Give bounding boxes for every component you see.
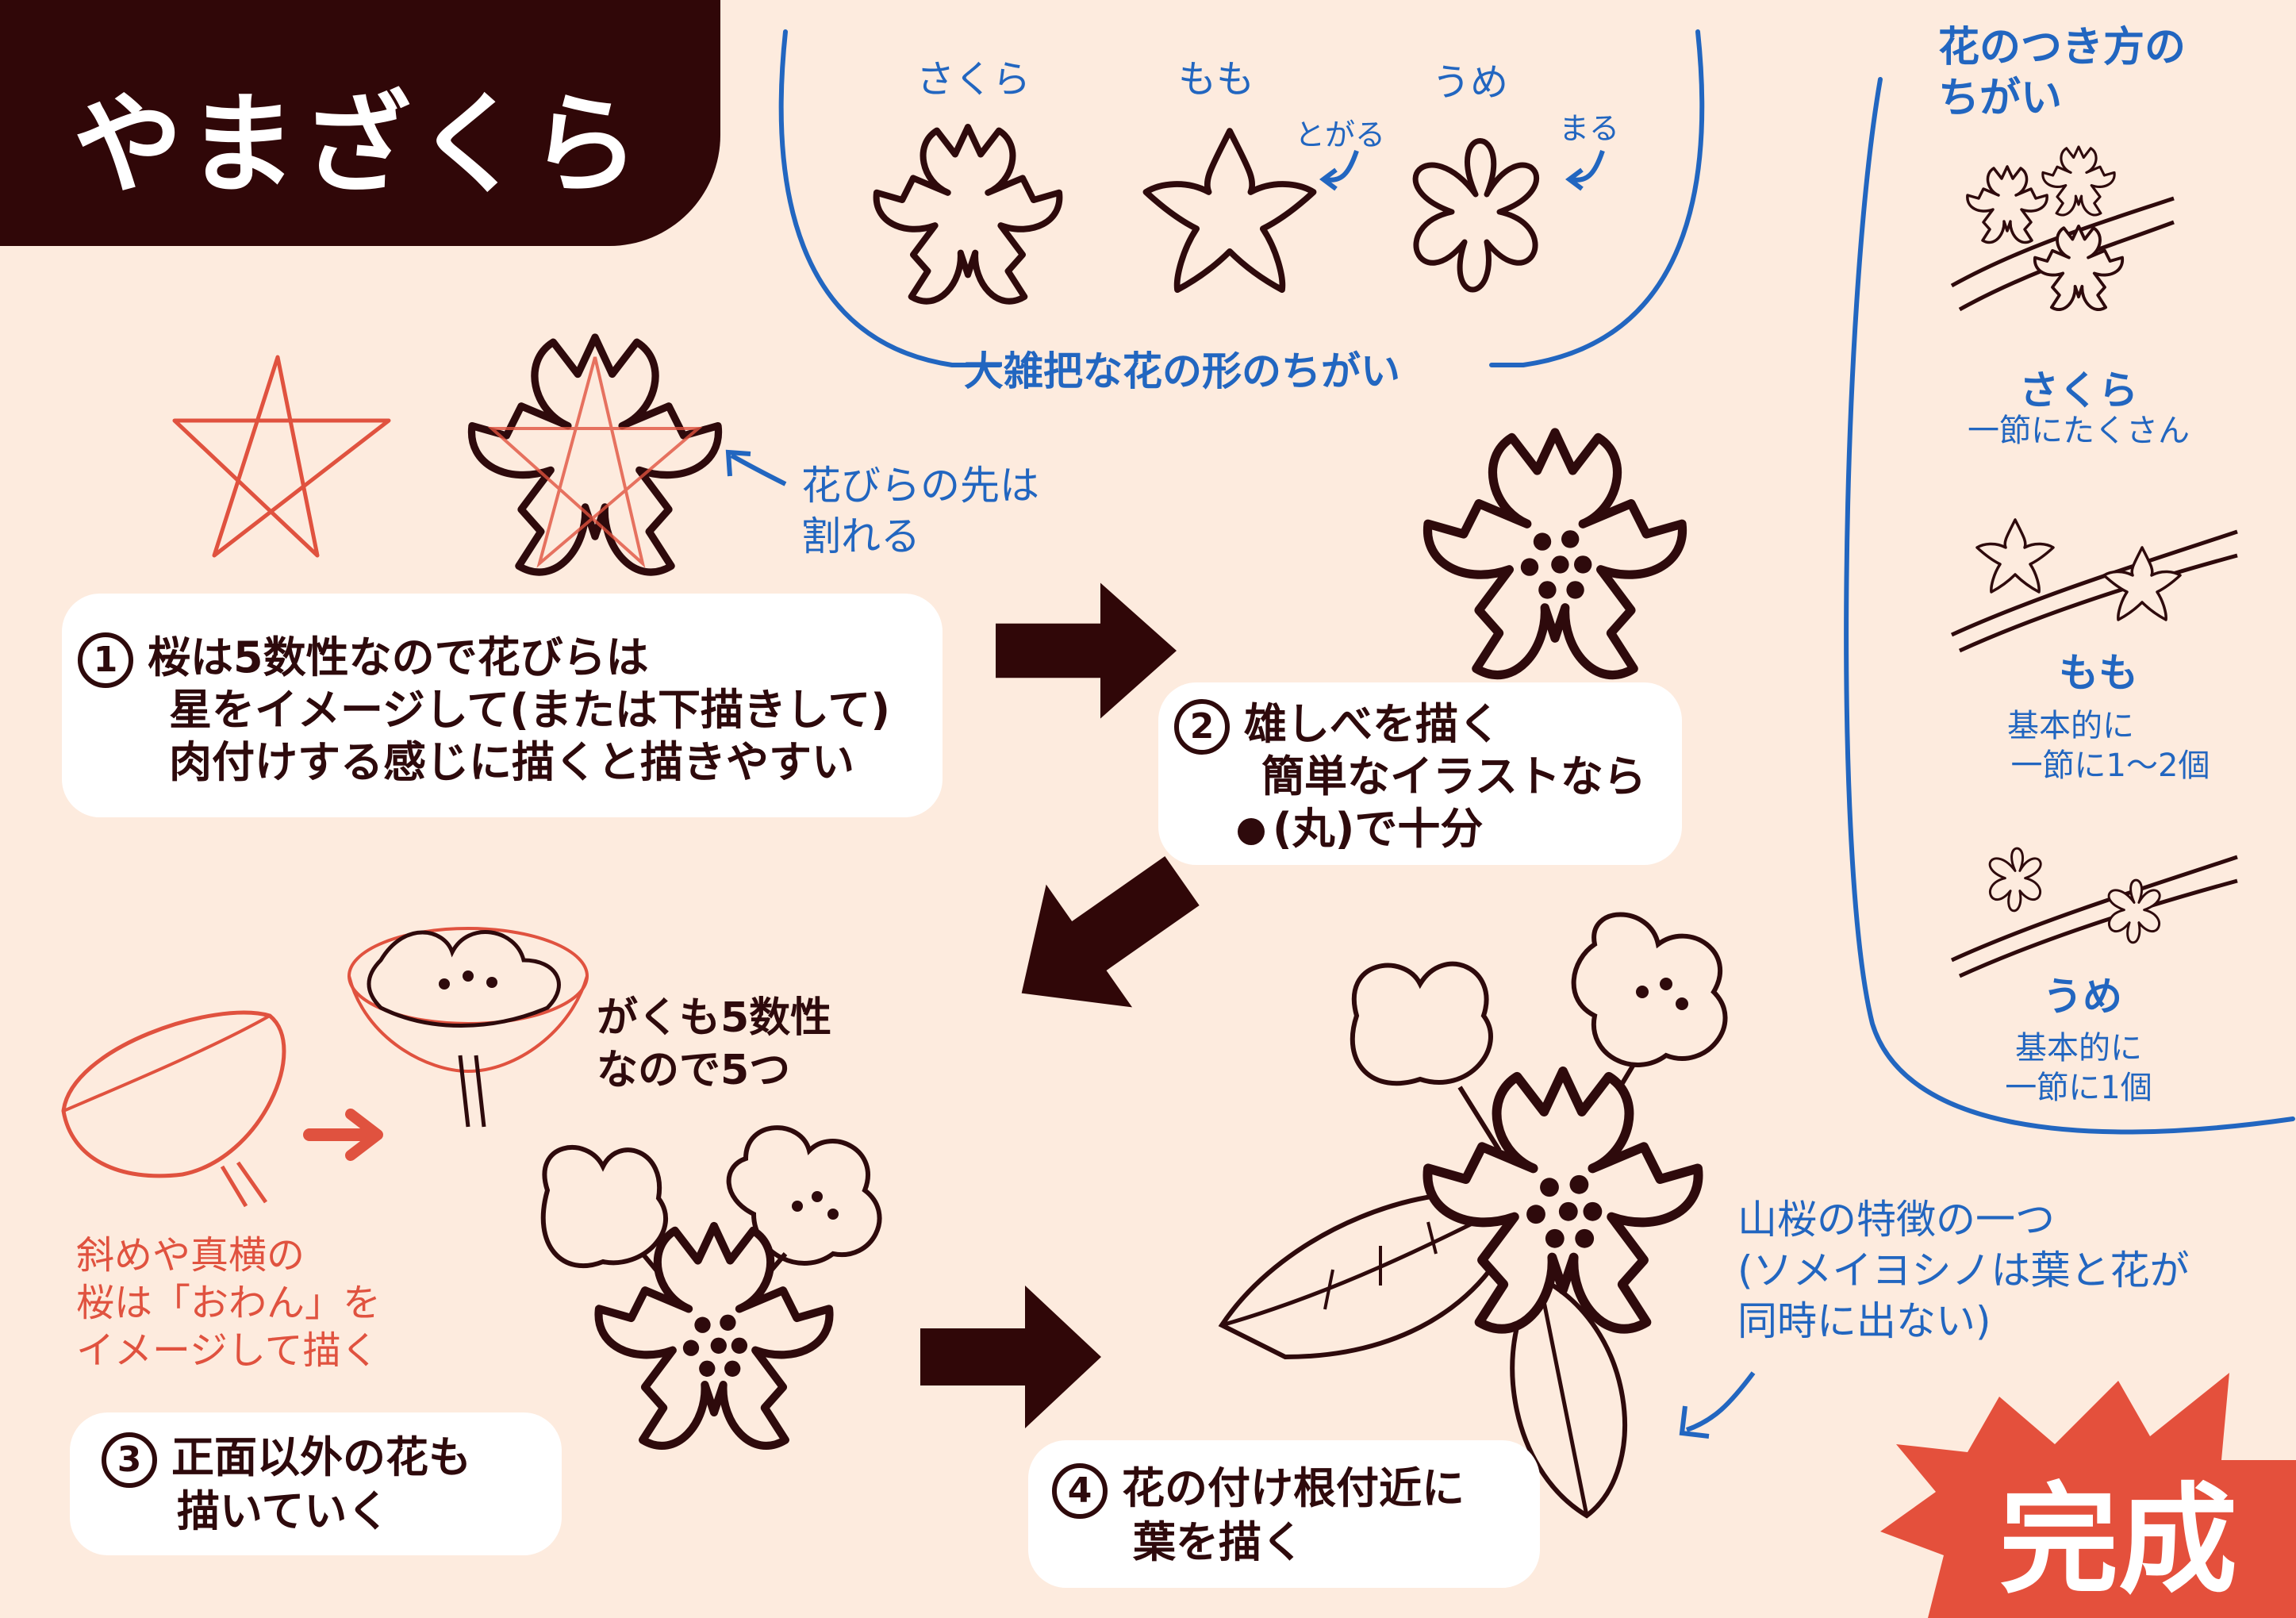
attach-ume-desc-2: 一節に1個	[2005, 1070, 2152, 1106]
bowl-flower-sketch-icon	[347, 927, 589, 1128]
ume-shape-icon	[1380, 127, 1571, 317]
star-sketch-icon	[172, 355, 391, 558]
bowl-note-2: 桜は「おわん」を	[76, 1281, 382, 1325]
sepal-note-1: がくも5数性	[597, 994, 832, 1042]
dot-icon	[1238, 818, 1265, 846]
note-pointed: とがる	[1295, 117, 1386, 152]
arrow-down-left-icon	[978, 819, 1226, 1055]
step2-line-3: (丸)で十分	[1238, 803, 1483, 855]
flower-cluster-icon	[540, 1125, 882, 1444]
title-bar	[0, 0, 720, 246]
bowl-note-1: 斜めや真横の	[76, 1233, 305, 1278]
attach-bracket	[1844, 77, 2295, 1135]
label-ume: うめ	[1432, 60, 1509, 105]
sepal-note-2: なので5つ	[597, 1047, 791, 1094]
shape-bracket	[778, 29, 1705, 367]
shape-caption: 大雑把な花の形のちがい	[964, 348, 1400, 394]
step2-line-2: 簡単なイラストなら	[1261, 751, 1646, 801]
pointed-arrow-icon	[1319, 150, 1359, 191]
step4-line-2: 葉を描く	[1133, 1517, 1304, 1567]
bowl-arrow-icon	[303, 1109, 383, 1161]
attach-momo-desc-2: 一節に1～2個	[2010, 748, 2210, 784]
attach-title-2: ちがい	[1938, 75, 2063, 122]
attach-momo-desc-1: 基本的に	[2007, 708, 2134, 744]
step1-number: 1	[78, 632, 133, 689]
step3-line-2: 描いていく	[177, 1486, 390, 1536]
complete-burst-shape	[1880, 1373, 2296, 1618]
momo-shape-icon	[1135, 119, 1325, 309]
round-arrow-icon	[1565, 150, 1605, 191]
yamazakura-note-1: 山桜の特徴の一つ	[1737, 1197, 2055, 1243]
attach-momo-name: もも	[2059, 650, 2138, 696]
sakura-branch-icon	[1950, 145, 2175, 312]
step4-number: 4	[1052, 1463, 1108, 1520]
star-flower-sketch-icon	[460, 325, 730, 595]
step3-number: 3	[102, 1432, 157, 1489]
note-round: まる	[1559, 111, 1620, 146]
complete-label: 完成	[1999, 1472, 2238, 1610]
ume-branch-icon	[1950, 847, 2238, 978]
petal-note-arrow-icon	[725, 449, 787, 486]
petal-note-2: 割れる	[801, 513, 920, 559]
attach-title-1: 花のつき方の	[1938, 24, 2187, 71]
bowl-sketch-icon	[61, 1010, 286, 1208]
step1-line-3: 肉付けする感じに描くと描きやすい	[169, 737, 854, 787]
attach-sakura-name: さくら	[2019, 367, 2138, 413]
arrow-right-2-icon	[920, 1286, 1101, 1428]
momo-branch-icon	[1950, 518, 2238, 653]
yamazakura-note-2: (ソメイヨシノは葉と花が	[1737, 1247, 2190, 1293]
petal-note-1: 花びらの先は	[801, 463, 1039, 509]
attach-sakura-desc: 一節にたくさん	[1968, 413, 2190, 449]
bowl-note-3: イメージして描く	[76, 1328, 379, 1373]
stamen-flower-icon	[1412, 421, 1698, 706]
step1-line-2: 星をイメージして(または下描きして)	[169, 685, 891, 735]
page-title: やまざくら	[73, 81, 645, 209]
label-momo: もも	[1178, 57, 1255, 102]
leaf-note-arrow-icon	[1679, 1371, 1756, 1439]
sakura-shape-icon	[873, 119, 1063, 309]
yamazakura-note-3: 同時に出ない)	[1737, 1298, 1991, 1344]
label-sakura: さくら	[916, 57, 1031, 102]
attach-ume-name: うめ	[2043, 974, 2122, 1020]
attach-ume-desc-1: 基本的に	[2015, 1030, 2142, 1066]
step2-number: 2	[1174, 699, 1230, 755]
final-sakura-icon	[1218, 912, 1728, 1519]
